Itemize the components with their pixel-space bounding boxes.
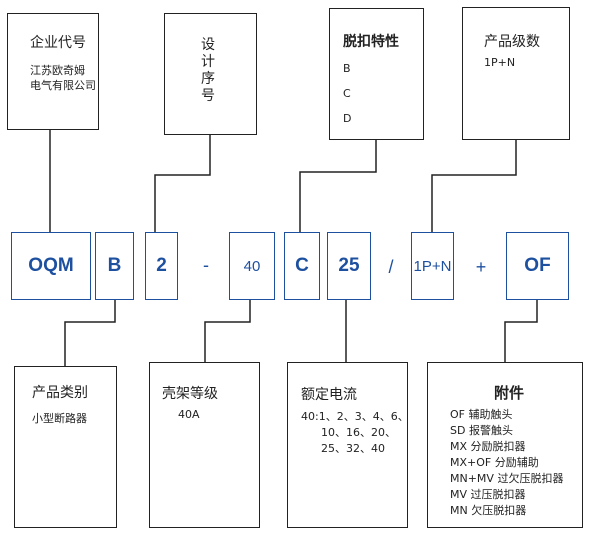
rated-current-box: 额定电流 40:1、2、3、4、6、 10、16、20、 25、32、40 — [287, 362, 409, 528]
rated-current-title: 额定电流 — [301, 387, 357, 403]
company-code-box: 企业代号 江苏欧奇姆 电气有限公司 — [7, 13, 99, 130]
trip-characteristic-box: 脱扣特性 B C D — [329, 8, 424, 140]
product-category-value: 小型断路器 — [32, 412, 87, 425]
pole-count-title: 产品级数 — [484, 34, 540, 50]
company-name-line-1: 江苏欧奇姆 — [30, 64, 85, 77]
code-plus: + — [475, 257, 487, 277]
product-category-title: 产品类别 — [32, 385, 88, 401]
frame-rating-title: 壳架等级 — [162, 386, 218, 402]
design-char-4: 号 — [201, 88, 215, 104]
design-char-1: 设 — [201, 37, 215, 53]
connector-accessory — [504, 300, 538, 362]
trip-item-c: C — [343, 87, 351, 100]
rated-current-line-2: 10、16、20、 — [321, 426, 396, 439]
accessory-title: 附件 — [494, 384, 525, 402]
rated-current-line-3: 25、32、40 — [321, 442, 385, 455]
design-serial-box: 设 计 序 号 — [164, 13, 257, 135]
accessory-line-1: OF 辅助触头 — [450, 408, 513, 421]
code-b: B — [95, 232, 134, 300]
trip-item-d: D — [343, 112, 352, 125]
connector-design — [154, 135, 211, 232]
connector-poles — [431, 140, 517, 232]
pole-count-box: 产品级数 1P+N — [462, 7, 570, 140]
product-category-box: 产品类别 小型断路器 — [14, 366, 117, 528]
accessory-line-2: SD 报警触头 — [450, 424, 513, 437]
accessory-line-3: MX 分励脱扣器 — [450, 440, 526, 453]
design-char-2: 计 — [201, 54, 215, 70]
code-25: 25 — [327, 232, 371, 300]
company-name-line-2: 电气有限公司 — [30, 79, 96, 92]
accessory-line-5: MN+MV 过欠压脱扣器 — [450, 472, 564, 485]
accessory-line-4: MX+OF 分励辅助 — [450, 456, 539, 469]
accessory-line-7: MN 欠压脱扣器 — [450, 504, 527, 517]
connector-trip — [299, 140, 377, 232]
company-code-title: 企业代号 — [30, 35, 86, 51]
design-char-3: 序 — [201, 71, 215, 87]
code-2: 2 — [145, 232, 178, 300]
code-oqm: OQM — [11, 232, 91, 300]
accessory-box: 附件 OF 辅助触头 SD 报警触头 MX 分励脱扣器 MX+OF 分励辅助 M… — [427, 362, 583, 528]
trip-characteristic-title: 脱扣特性 — [343, 34, 399, 50]
trip-item-b: B — [343, 62, 351, 75]
frame-rating-value: 40A — [178, 408, 200, 421]
code-c: C — [284, 232, 320, 300]
pole-count-value: 1P+N — [484, 56, 516, 69]
code-dash: - — [203, 255, 209, 275]
accessory-line-6: MV 过压脱扣器 — [450, 488, 526, 501]
code-40: 40 — [229, 232, 275, 300]
connector-frame — [204, 300, 251, 362]
frame-rating-box: 壳架等级 40A — [149, 362, 260, 528]
connector-category — [64, 300, 116, 366]
rated-current-line-1: 40:1、2、3、4、6、 — [301, 410, 409, 423]
code-of: OF — [506, 232, 569, 300]
code-1pn: 1P+N — [411, 232, 454, 300]
code-slash: / — [388, 257, 394, 277]
